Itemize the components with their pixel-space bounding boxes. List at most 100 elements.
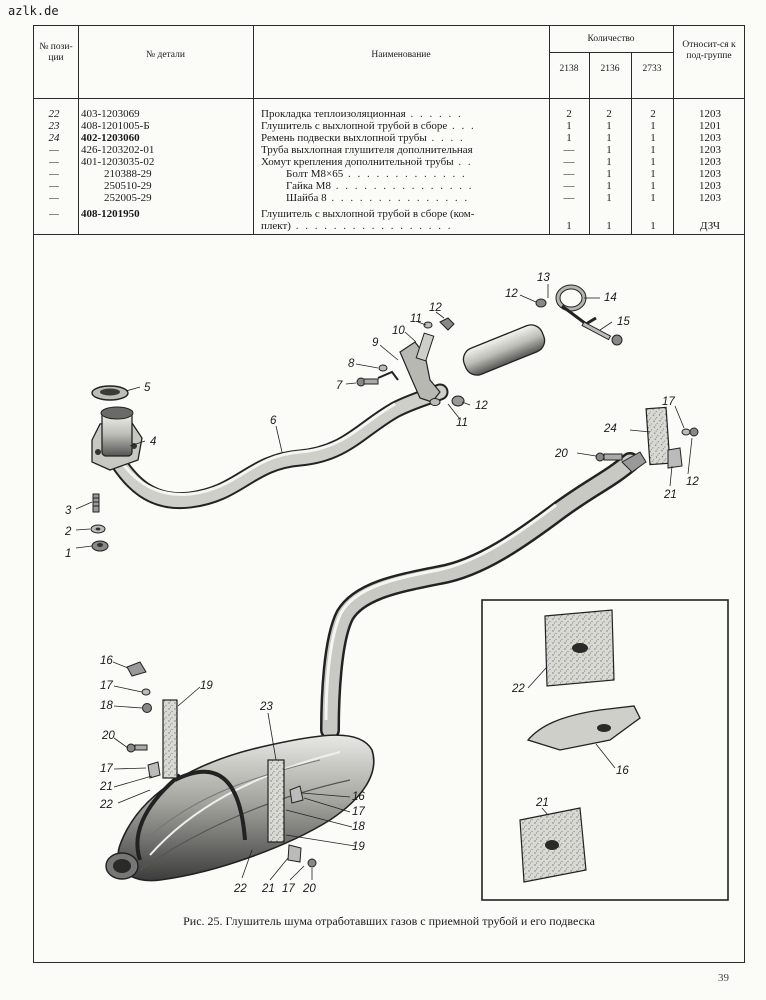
row-name: Глушитель с выхлопной трубой в сборе . .… [261,120,476,132]
row-qty-2136: 1 [606,168,612,180]
row-qty-2733: 1 [650,144,656,156]
callout-21-right: 21 [663,489,677,501]
table-row-continued: плект) . . . . . . . . . . . . . . . . .… [34,220,744,232]
col-divider-q1 [589,52,590,234]
table-row: — 252005-29 Шайба 8 . . . . . . . . . . … [34,192,744,204]
callout-8: 8 [348,358,355,370]
row-qty-2733: 1 [650,220,656,232]
callout-2: 2 [64,526,72,538]
callout-12-lower: 12 [475,400,488,412]
row-part-no: 408-1201005-Б [81,120,150,132]
callout-17-d: 17 [282,883,295,895]
header-part-no: № детали [146,50,185,60]
row-qty-2138: — [563,156,575,168]
callout-4: 4 [150,436,156,448]
row-name: Гайка М8 . . . . . . . . . . . . . . . [286,180,474,192]
row-qty-2136: 1 [606,120,612,132]
row-qty-2733: 1 [650,192,656,204]
row-subgroup: ДЗЧ [699,220,721,232]
callout-9: 9 [372,337,379,349]
row-qty-2733: 2 [650,108,656,120]
row-name: Глушитель с выхлопной трубой в сборе (ко… [261,208,475,220]
support-clamp-13-15 [535,284,623,346]
header-qty-2733: 2733 [642,64,662,74]
row-part-no: 252005-29 [104,192,152,204]
callout-17-c: 17 [352,806,365,818]
callout-11: 11 [410,313,422,325]
callout-12-right: 12 [686,476,699,488]
row-position: 23 [48,120,60,132]
row-qty-2733: 1 [650,120,656,132]
header-name: Наименование [371,50,431,60]
row-part-no: 426-1203202-01 [81,144,155,156]
row-part-no: 210388-29 [104,168,152,180]
header-quantity: Количество [587,34,635,44]
callout-1: 1 [65,548,71,560]
pipe-clamp-bracket [356,317,465,407]
table-row: — 210388-29 Болт М8×65 . . . . . . . . .… [34,168,744,180]
col-divider-name [549,25,550,234]
table-row: — 426-1203202-01 Труба выхлопная глушите… [34,144,744,156]
table-row: 22 403-1203069 Прокладка теплоизоляционн… [34,108,744,120]
row-qty-2136: 2 [606,108,612,120]
row-qty-2733: 1 [650,156,656,168]
callout-6: 6 [270,415,277,427]
row-qty-2136: 1 [606,144,612,156]
row-position: — [49,156,59,168]
row-qty-2733: 1 [650,168,656,180]
row-qty-2138: — [563,180,575,192]
row-name: Шайба 8 . . . . . . . . . . . . . . . [286,192,470,204]
row-subgroup: 1201 [699,120,721,132]
callout-12-upper: 12 [429,302,442,314]
figure-caption: Рис. 25. Глушитель шума отработавших газ… [183,914,595,928]
strap-24-set [645,406,699,469]
callout-15: 15 [617,316,630,328]
row-name: Болт М8×65 . . . . . . . . . . . . . [286,168,467,180]
callout-19-top: 19 [200,680,213,692]
header-qty-2138: 2138 [559,64,579,74]
flange-4 [91,406,143,471]
callout-16-inset: 16 [616,765,629,777]
row-qty-2138: 1 [566,120,572,132]
leader-lines [75,284,693,881]
callout-17-b: 17 [100,763,113,775]
row-part-no: 401-1203035-02 [81,156,155,168]
row-position: — [49,180,59,192]
quantity-subrule [549,52,673,53]
row-subgroup: 1203 [699,132,721,144]
callout-7: 7 [336,380,343,392]
row-name: Хомут крепления дополнительной трубы . . [261,156,473,168]
stud-nut-set-1-3 [90,493,109,552]
callout-3: 3 [65,505,72,517]
row-part-no: 250510-29 [104,180,152,192]
header-subgroup: Относит-ся к под-группе [682,40,736,61]
row-subgroup: 1203 [699,156,721,168]
row-subgroup: 1203 [699,168,721,180]
callout-17-a: 17 [100,680,113,692]
row-position: — [49,168,59,180]
callout-14: 14 [604,292,617,304]
row-subgroup: 1203 [699,108,721,120]
callout-22-left: 22 [99,799,113,811]
row-name: Прокладка теплоизоляционная . . . . . . [261,108,463,120]
callout-17-e: 17 [662,396,675,408]
col-divider-pos [78,25,79,234]
callout-10: 10 [392,325,405,337]
front-pipe-6 [109,383,449,510]
row-qty-2733: 1 [650,180,656,192]
col-divider-q2 [631,52,632,234]
callout-21-bottom: 21 [261,883,275,895]
callout-16-mid: 16 [352,791,365,803]
callout-labels: 1 2 3 4 5 6 7 8 9 10 11 11 12 12 12 12 1… [64,272,699,895]
callout-11-lower: 11 [456,417,468,429]
row-position: — [49,208,59,220]
col-divider-part [253,25,254,234]
row-position: 22 [48,108,60,120]
table-row: 23 408-1201005-Б Глушитель с выхлопной т… [34,120,744,132]
col-divider-qty [673,25,674,234]
row-qty-2136: 1 [606,156,612,168]
row-part-no: 402-1203060 [81,132,140,144]
row-qty-2138: — [563,168,575,180]
